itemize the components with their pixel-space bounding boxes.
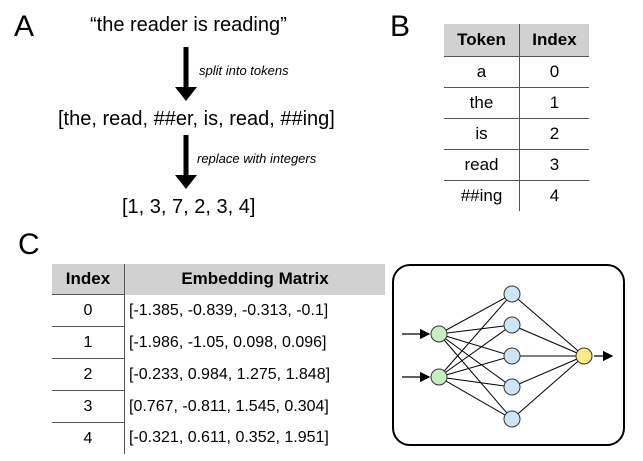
embedding-table-header: Index Embedding Matrix [52, 264, 385, 295]
table-row: 0 [-1.385, -0.839, -0.313, -0.1] [52, 294, 385, 327]
network-connection [438, 324, 513, 335]
replace-step-label: replace with integers [197, 151, 317, 166]
table-row: 3 [0.767, -0.811, 1.545, 0.304] [52, 390, 385, 423]
embedding-vector-cell: [0.767, -0.811, 1.545, 0.304] [129, 397, 329, 415]
input-node [430, 368, 448, 386]
token-cell: ##ing [444, 180, 520, 211]
table-row: the 1 [444, 87, 589, 119]
split-arrow [175, 47, 197, 102]
vocab-table-header: Token Index [444, 24, 589, 57]
network-connection [511, 324, 585, 357]
network-connection [438, 376, 513, 388]
network-connection [438, 293, 513, 378]
output-node [575, 347, 593, 365]
integer-id-list: [1, 3, 7, 2, 3, 4] [122, 196, 256, 218]
replace-arrow [175, 135, 197, 190]
neural-network-box [392, 264, 625, 446]
embedding-vector-cell: [-1.986, -1.05, 0.098, 0.096] [129, 333, 327, 351]
index-cell: 0 [52, 294, 125, 327]
network-connection [438, 324, 513, 378]
token-cell: a [444, 56, 520, 88]
panel-label-b: B [390, 10, 411, 43]
index-cell: 1 [52, 326, 125, 359]
network-connection [511, 293, 585, 357]
split-step-label: split into tokens [199, 63, 289, 78]
table-row: ##ing 4 [444, 180, 589, 211]
network-connection [438, 376, 513, 420]
neural-network-diagram [402, 285, 614, 428]
index-cell: 3 [52, 390, 125, 423]
embedding-table: Index Embedding Matrix 0 [-1.385, -0.839… [52, 264, 385, 454]
embedding-vector-cell: [-0.321, 0.611, 0.352, 1.951] [129, 429, 329, 447]
token-cell: read [444, 149, 520, 181]
hidden-node [503, 316, 521, 334]
column-header-token: Token [444, 24, 520, 57]
column-header-index: Index [52, 264, 125, 295]
vocab-table: Token Index a 0 the 1 is 2 read 3 ##ing … [444, 24, 589, 211]
column-header-embedding-matrix: Embedding Matrix [124, 264, 385, 295]
table-row: read 3 [444, 149, 589, 181]
column-header-index: Index [519, 24, 589, 57]
table-row: a 0 [444, 56, 589, 88]
token-list: [the, read, ##er, is, read, ##ing] [58, 108, 335, 130]
embedding-vector-cell: [-1.385, -0.839, -0.313, -0.1] [129, 301, 329, 319]
index-cell: 2 [52, 358, 125, 391]
embedding-vector-cell: [-0.233, 0.984, 1.275, 1.848] [129, 365, 331, 383]
panel-label-c: C [18, 228, 40, 261]
network-connection [438, 333, 513, 388]
network-connection [438, 333, 513, 420]
input-sentence: “the reader is reading” [90, 14, 287, 36]
hidden-node [503, 285, 521, 303]
table-row: is 2 [444, 118, 589, 150]
table-row: 4 [-0.321, 0.611, 0.352, 1.951] [52, 422, 385, 454]
table-row: 2 [-0.233, 0.984, 1.275, 1.848] [52, 358, 385, 391]
index-cell: 4 [519, 180, 589, 211]
network-connection [511, 355, 585, 420]
hidden-node [503, 378, 521, 396]
panel-label-a: A [14, 10, 35, 43]
hidden-node [503, 410, 521, 428]
network-connection [438, 333, 513, 357]
input-node [430, 325, 448, 343]
index-cell: 4 [52, 422, 125, 454]
hidden-node [503, 347, 521, 365]
index-cell: 3 [519, 149, 589, 181]
token-cell: the [444, 87, 520, 119]
index-cell: 2 [519, 118, 589, 150]
table-row: 1 [-1.986, -1.05, 0.098, 0.096] [52, 326, 385, 359]
index-cell: 0 [519, 56, 589, 88]
network-connection [511, 355, 585, 388]
index-cell: 1 [519, 87, 589, 119]
token-cell: is [444, 118, 520, 150]
network-connection [438, 355, 513, 378]
network-connection [438, 293, 513, 335]
